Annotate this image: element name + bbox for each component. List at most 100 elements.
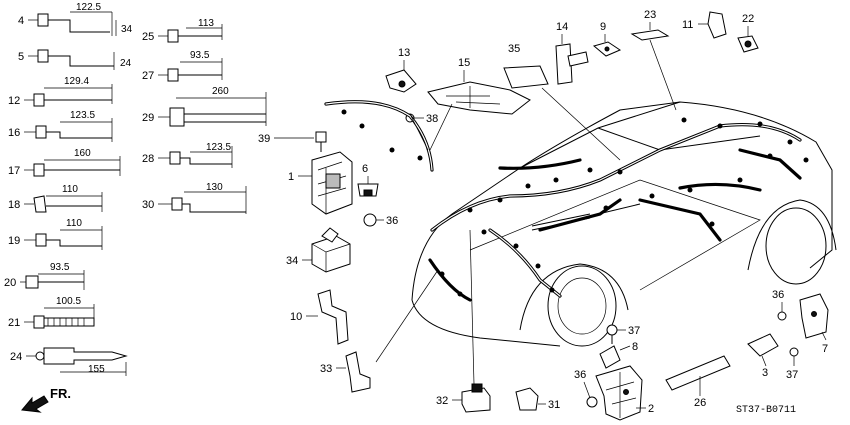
dim-18-length: 110 (62, 184, 78, 195)
clip-21: 21 100.5 (8, 296, 95, 329)
callout-36a: 36 (386, 215, 398, 227)
callout-4: 4 (18, 15, 24, 27)
dim-21-length: 100.5 (56, 296, 81, 307)
callout-3: 3 (762, 367, 768, 379)
clip-4: 4 122.5 34 (18, 2, 133, 36)
callout-15: 15 (458, 57, 470, 69)
callout-36b: 36 (574, 369, 586, 381)
callout-5: 5 (18, 51, 24, 63)
callout-10: 10 (290, 311, 302, 323)
clip-20: 20 93.5 (4, 262, 85, 290)
part-11-clip: 11 (682, 11, 727, 39)
callout-11: 11 (682, 19, 693, 31)
callout-37a: 37 (628, 325, 640, 337)
callout-21: 21 (8, 317, 20, 329)
callout-16: 16 (8, 127, 20, 139)
clip-16: 16 123.5 (8, 110, 113, 142)
callout-12: 12 (8, 95, 20, 107)
part-8-clip: 8 (599, 341, 638, 369)
callout-29: 29 (142, 112, 154, 124)
callout-35: 35 (508, 43, 520, 55)
callout-31: 31 (548, 399, 560, 411)
callout-26: 26 (694, 397, 706, 409)
clip-12: 12 129.4 (8, 76, 113, 107)
callout-25: 25 (142, 31, 154, 43)
callout-8: 8 (632, 341, 638, 353)
callout-14: 14 (556, 21, 568, 33)
part-26-strip: 26 (665, 355, 731, 409)
part-39-bolt: 39 (258, 131, 327, 152)
dim-27-length: 93.5 (190, 50, 210, 61)
car-body-outline (411, 101, 837, 347)
dim-28-length: 123.5 (206, 142, 231, 153)
part-33-bracket: 33 (320, 351, 371, 393)
clip-17: 17 160 (8, 148, 121, 177)
clip-18: 18 110 (8, 184, 103, 213)
callout-39: 39 (258, 133, 270, 145)
callout-6: 6 (362, 163, 368, 175)
leader-lines (375, 39, 677, 385)
dim-30-length: 130 (206, 182, 223, 193)
clip-28: 28 123.5 (142, 142, 233, 168)
callout-38: 38 (426, 113, 438, 125)
dim-19-length: 110 (66, 218, 82, 229)
part-23-bracket: 23 (630, 9, 670, 41)
part-14-bracket: 14 (555, 21, 589, 85)
dim-5-height: 24 (120, 58, 132, 69)
callout-1: 1 (288, 171, 294, 183)
callout-23: 23 (644, 9, 656, 21)
dim-12-length: 129.4 (64, 76, 89, 87)
part-10-bracket: 10 (290, 289, 349, 345)
dim-17-length: 160 (74, 148, 91, 159)
dim-20-length: 93.5 (50, 262, 70, 273)
clip-29: 29 260 (142, 86, 267, 127)
part-32-sensor: 32 (436, 383, 491, 413)
callout-24: 24 (10, 351, 22, 363)
callout-34: 34 (286, 255, 298, 267)
callout-17: 17 (8, 165, 20, 177)
dim-4-length: 122.5 (76, 2, 101, 13)
callout-13: 13 (398, 47, 410, 59)
callout-19: 19 (8, 235, 20, 247)
callout-9: 9 (600, 21, 606, 33)
front-direction-indicator: FR. (21, 386, 71, 413)
part-13-grommet: 13 (385, 47, 417, 93)
callout-18: 18 (8, 199, 20, 211)
part-34-relay: 34 (286, 227, 351, 273)
dim-16-length: 123.5 (70, 110, 95, 121)
part-37-bolt-a: 37 (606, 324, 640, 344)
part-15-fuse-box: 15 (427, 57, 531, 115)
part-22-grommet: 22 (737, 13, 759, 53)
part-36-bolt-a: 36 (363, 213, 398, 227)
callout-2: 2 (648, 403, 654, 415)
part-9-holder: 9 (592, 21, 622, 57)
callout-27: 27 (142, 70, 154, 82)
part-6-clip: 6 (357, 163, 379, 197)
part-35-cover: 35 (503, 43, 549, 89)
part-3-bracket: 3 (747, 333, 779, 379)
callout-22: 22 (742, 13, 754, 25)
part-1-unit-bracket: 1 (288, 151, 353, 215)
callout-37b: 37 (786, 369, 798, 381)
callout-36c: 36 (772, 289, 784, 301)
clip-24: 24 155 (10, 347, 128, 376)
callout-30: 30 (142, 199, 154, 211)
callout-33: 33 (320, 363, 332, 375)
part-36-bolt-c: 36 (772, 289, 787, 321)
clip-30: 30 130 (142, 182, 247, 214)
callout-32: 32 (436, 395, 448, 407)
dim-4-height: 34 (121, 24, 133, 35)
clip-5: 5 24 (18, 49, 132, 70)
part-36-bolt-b: 36 (574, 369, 598, 408)
part-37-bolt-b: 37 (786, 347, 799, 381)
diagram-code: ST37-B0711 (736, 405, 796, 416)
dim-24-length: 155 (88, 364, 105, 375)
part-7-bracket: 7 (799, 293, 829, 355)
callout-20: 20 (4, 277, 16, 289)
part-31-clamp: 31 (515, 387, 560, 411)
clip-27: 27 93.5 (142, 50, 223, 82)
callout-7: 7 (822, 343, 828, 355)
callout-28: 28 (142, 153, 154, 165)
clip-19: 19 110 (8, 218, 103, 250)
